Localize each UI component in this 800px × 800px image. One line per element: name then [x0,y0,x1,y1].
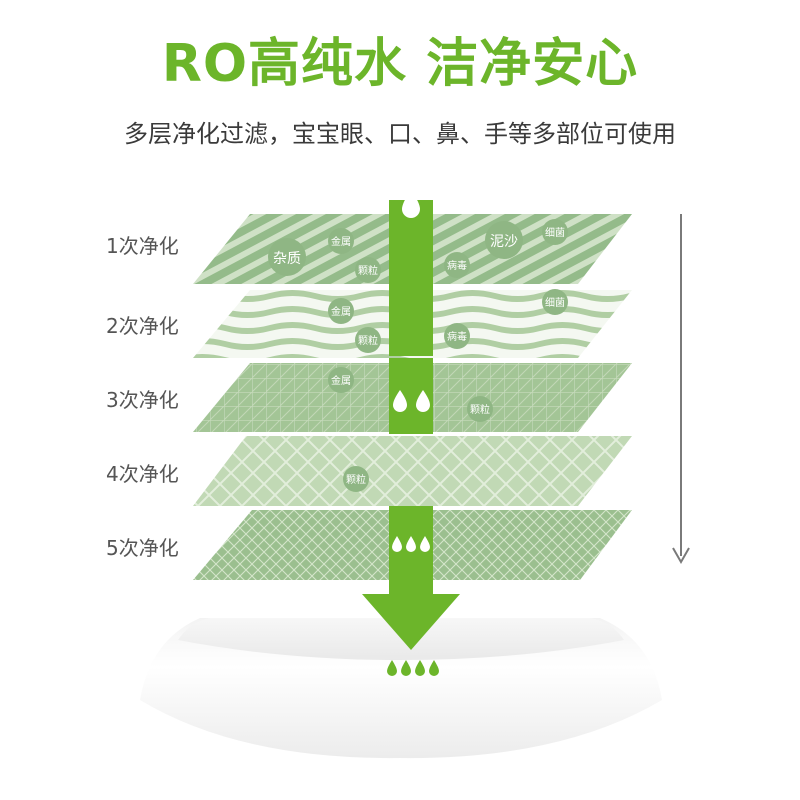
stage-label-5: 5次净化 [106,536,179,560]
page-subtitle: 多层净化过滤，宝宝眼、口、鼻、手等多部位可使用 [124,120,676,148]
tag-metal: 金属 [331,235,351,248]
tag-metal: 金属 [331,374,351,387]
stage-label-2: 2次净化 [106,314,179,338]
filter-layer-4 [193,436,632,506]
tag-bacteria: 细菌 [545,296,565,309]
stage-label-3: 3次净化 [106,388,179,412]
tag-particle: 颗粒 [358,264,378,277]
tag-group-layer-1: 杂质 金属 颗粒 病毒 泥沙 细菌 [268,219,568,283]
tag-metal: 金属 [331,305,351,318]
tag-group-layer-3: 金属 颗粒 [328,367,493,422]
flow-bar-top [389,200,433,356]
tag-impurity: 杂质 [273,251,301,267]
tag-particle: 颗粒 [358,334,378,347]
tag-group-layer-4: 颗粒 [343,466,369,492]
collection-pad-top [178,618,624,660]
down-arrow-icon [672,547,690,565]
flow-arrow-icon [362,594,460,650]
stage-label-4: 4次净化 [106,462,179,486]
output-drops-icon [387,660,439,676]
tag-bacteria: 细菌 [545,226,565,239]
tag-group-layer-2: 金属 颗粒 病毒 细菌 [328,289,568,353]
tag-virus: 病毒 [447,259,467,272]
stage-label-1: 1次净化 [106,234,179,258]
tag-particle: 颗粒 [346,473,366,486]
tag-virus: 病毒 [447,330,467,343]
tag-silt: 泥沙 [490,234,518,250]
tag-particle: 颗粒 [470,403,490,416]
water-drop-icon [392,190,430,552]
page-title: RO高纯水 洁净安心 [161,34,639,94]
